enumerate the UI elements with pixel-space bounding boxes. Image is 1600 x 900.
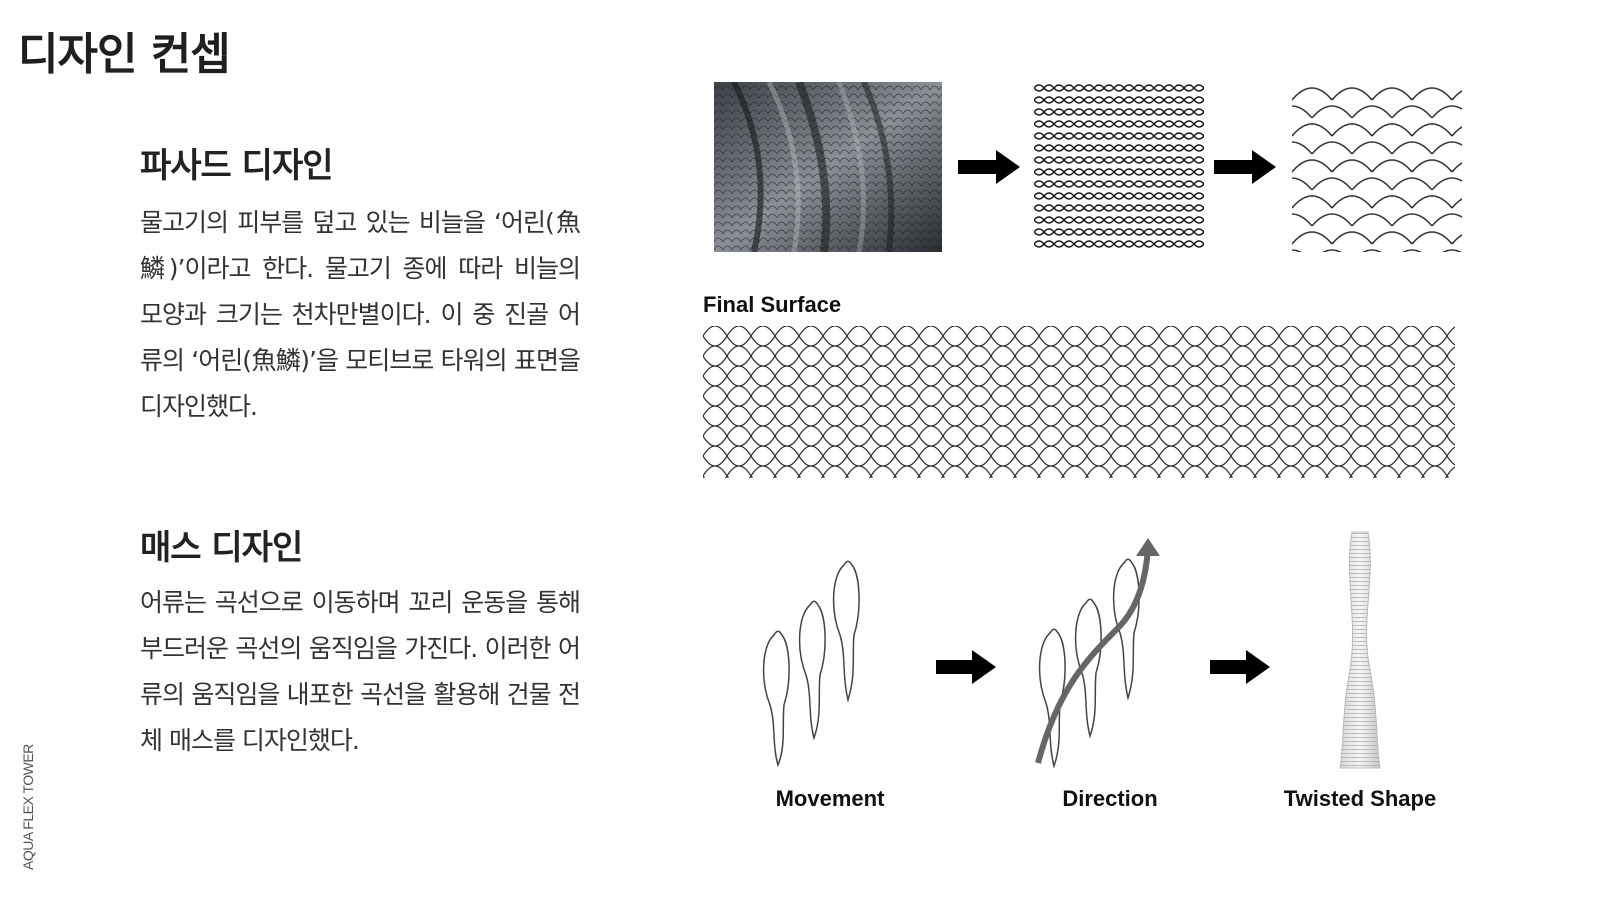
fish-movement-icon	[752, 560, 882, 770]
scale-outline	[1292, 82, 1462, 252]
arrow-right-icon	[1214, 150, 1276, 184]
final-surface-label: Final Surface	[703, 292, 842, 317]
twisted-tower-icon	[1330, 530, 1390, 770]
final-surface-pattern	[703, 326, 1455, 478]
twisted-shape-label: Twisted Shape	[1283, 786, 1437, 811]
arrow-right-icon	[958, 150, 1020, 184]
movement-label: Movement	[775, 786, 885, 811]
page-title: 디자인 컨셉	[18, 29, 231, 80]
mass-body: 어류는 곡선으로 이동하며 꼬리 운동을 통해 부드러운 곡선의 움직임을 가진…	[140, 588, 581, 755]
arrow-right-icon	[1210, 650, 1270, 684]
facade-body: 물고기의 피부를 덮고 있는 비늘을 ‘어린(魚鱗)’이라고 한다. 물고기 종…	[140, 208, 581, 421]
facade-heading: 파사드 디자인	[140, 146, 334, 186]
direction-label: Direction	[1062, 786, 1158, 811]
arrow-right-icon	[936, 650, 996, 684]
scale-sketch	[1034, 82, 1204, 252]
side-label: AQUA FLEX TOWER	[20, 744, 36, 870]
mass-heading: 매스 디자인	[140, 528, 303, 568]
fish-scale-photo	[714, 82, 942, 252]
fish-direction-icon	[1028, 538, 1178, 770]
